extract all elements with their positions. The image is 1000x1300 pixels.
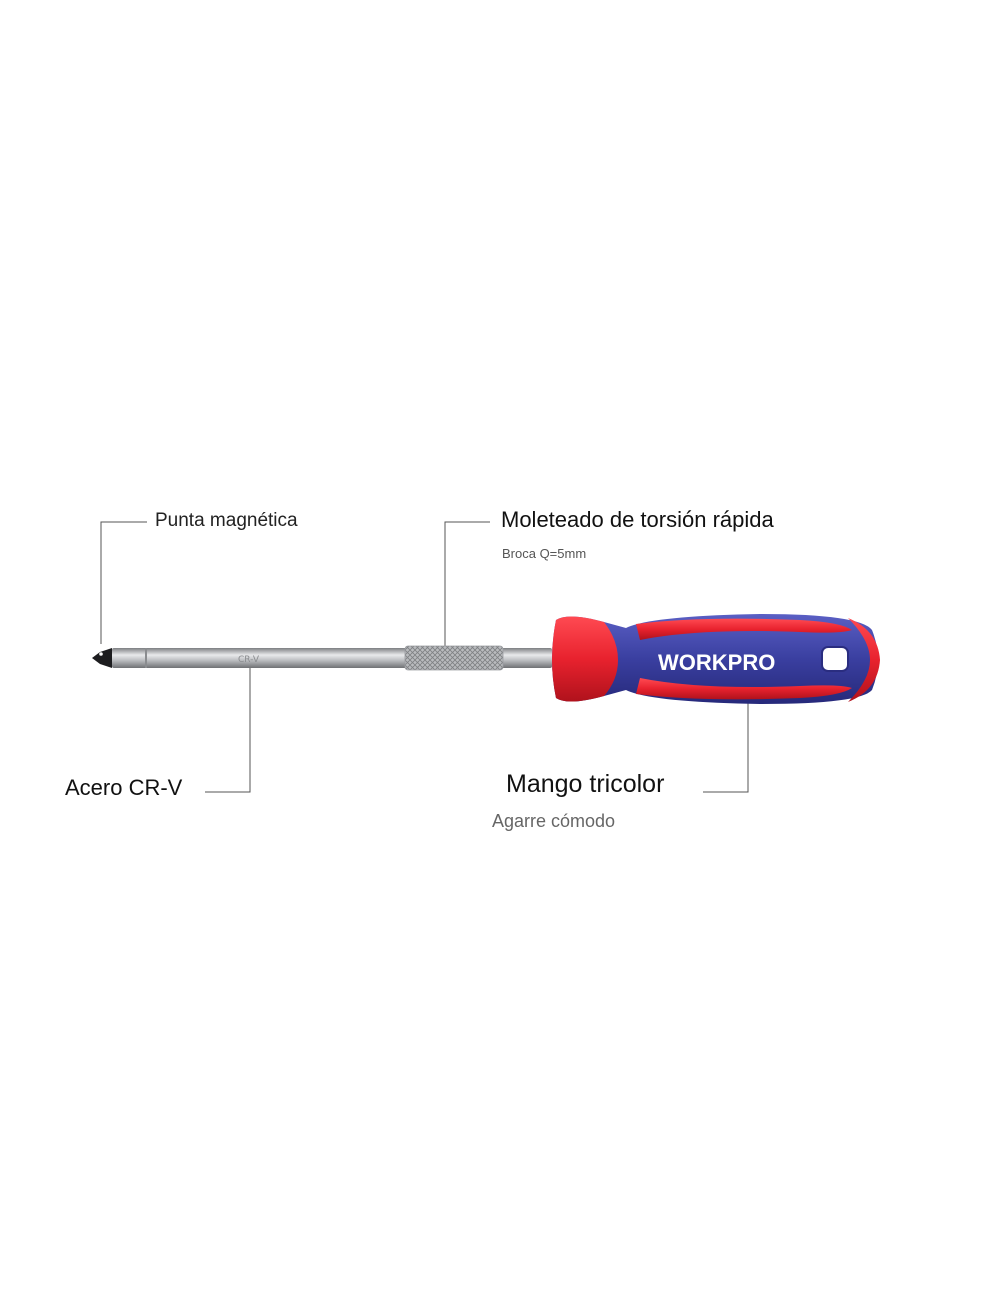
- brand-logo: WORKPRO: [658, 650, 775, 675]
- hang-hole: [821, 646, 849, 672]
- leader-steel: [205, 664, 251, 793]
- shaft-marking: CR-V: [238, 655, 260, 665]
- callout-knurl-label: Moleteado de torsión rápida: [501, 507, 774, 532]
- callout-tip-label: Punta magnética: [155, 510, 298, 531]
- callout-grip-label: Agarre cómodo: [492, 811, 616, 831]
- callout-handle-label: Mango tricolor: [506, 770, 665, 798]
- tricolor-handle: WORKPRO: [552, 614, 880, 704]
- magnetic-tip: [92, 648, 112, 668]
- callout-steel-label: Acero CR-V: [65, 775, 183, 800]
- leader-tip: [100, 521, 147, 644]
- leader-handle: [703, 668, 749, 793]
- knurled-section: [404, 645, 504, 671]
- callout-bit-label: Broca Q=5mm: [502, 546, 587, 561]
- leader-knurl: [444, 521, 490, 648]
- callout-leader-lines: [100, 521, 749, 793]
